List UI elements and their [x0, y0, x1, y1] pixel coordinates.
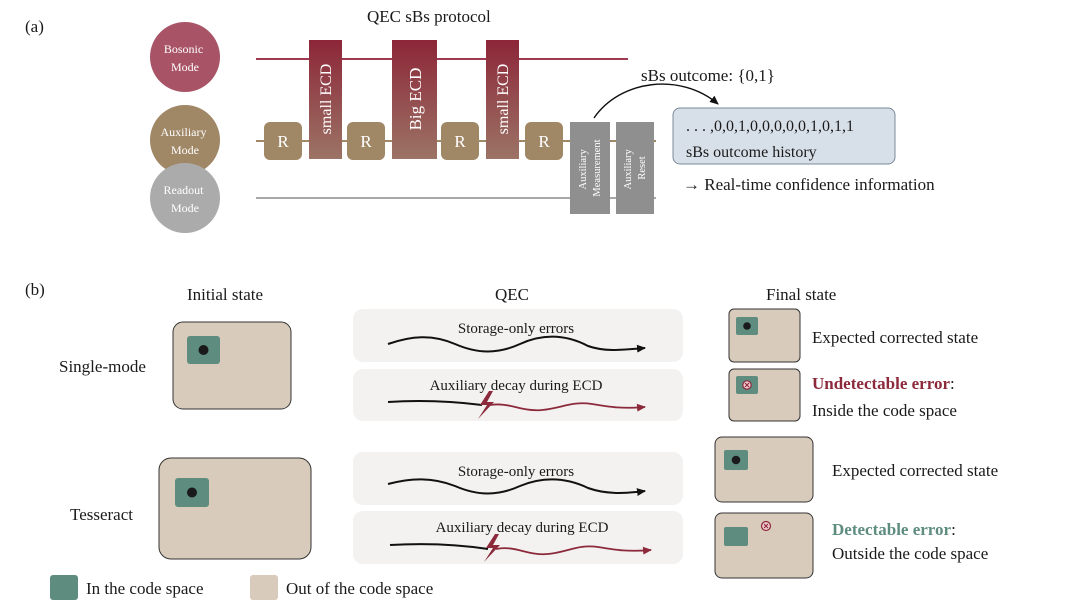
- legend-in-swatch: [50, 575, 78, 600]
- col-qec-title: QEC: [495, 285, 529, 304]
- outcome-label: sBs outcome: {0,1}: [641, 66, 775, 85]
- outcome-arrow: [593, 83, 719, 119]
- panel-a-label: (a): [25, 17, 44, 36]
- tesseract-error-x-mark: [763, 523, 769, 529]
- bosonic-mode-line2: Mode: [171, 60, 199, 74]
- outcome-history-box: [672, 107, 896, 165]
- single-error-x-mark: [744, 382, 750, 388]
- readout-mode-circle: [150, 163, 220, 233]
- readout-mode-label: Readout Mode: [164, 183, 207, 215]
- auxiliary-mode-circle: [150, 105, 220, 175]
- col-final-title: Final state: [766, 285, 836, 304]
- outcome-history-values: . . . ,0,0,1,0,0,0,0,0,1,0,1,1: [686, 118, 854, 135]
- confidence-text: → Real-time confidence information: [683, 175, 935, 194]
- tesseract-expected-text: Expected corrected state: [832, 461, 998, 480]
- panel-b-label: (b): [25, 280, 45, 299]
- detectable-line: Detectable error:: [832, 520, 956, 539]
- single-expected-text: Expected corrected state: [812, 328, 978, 347]
- legend-out-label: Out of the code space: [286, 579, 433, 598]
- tesseract-decay-wave-before: [389, 543, 489, 550]
- big-ecd-gate: [392, 40, 437, 159]
- detectable-title: Detectable error: [832, 520, 952, 539]
- single-initial-dot: [198, 345, 209, 355]
- auxiliary-mode-line2: Mode: [171, 143, 199, 157]
- qec-panel-single-decay: [353, 369, 683, 421]
- row-tesseract: Tesseract: [70, 505, 133, 524]
- aux-reset-label: Auxiliary Reset: [623, 147, 648, 190]
- tesseract-decay-wave-after: [495, 545, 652, 556]
- r-gate-4: [525, 122, 563, 160]
- readout-mode-line1: Readout: [164, 183, 205, 197]
- bosonic-mode-line1: Bosonic: [164, 42, 203, 56]
- small-ecd-gate-1: [309, 40, 342, 159]
- small-ecd-gate-2-label: small ECD: [495, 64, 512, 135]
- bosonic-mode-label: Bosonic Mode: [164, 42, 206, 74]
- aux-measurement-label: Auxiliary Measurement: [578, 139, 603, 196]
- single-initial-box: [172, 321, 292, 410]
- col-initial-title: Initial state: [187, 285, 263, 304]
- small-ecd-gate-2: [486, 40, 519, 159]
- aux-reset-line2: Reset: [637, 156, 648, 179]
- qec-panel-tesseract-decay: [353, 511, 683, 564]
- detectable-subtext: Outside the code space: [832, 544, 988, 563]
- detectable-colon: :: [951, 520, 956, 539]
- r-gate-1-label: R: [277, 132, 289, 151]
- tesseract-decay-bolt-icon: [484, 534, 500, 562]
- single-decay-bolt-icon: [478, 391, 494, 419]
- single-storage-label: Storage-only errors: [458, 321, 574, 337]
- legend-in-label: In the code space: [86, 579, 204, 598]
- aux-measurement-line2: Measurement: [592, 139, 603, 196]
- small-ecd-gate-1-label: small ECD: [318, 64, 335, 135]
- single-final-expected-dot: [743, 322, 751, 330]
- aux-reset-gate: [616, 122, 654, 214]
- r-gate-2-label: R: [360, 132, 372, 151]
- tesseract-initial-box: [158, 457, 312, 560]
- single-final-expected-box: [728, 308, 801, 363]
- tesseract-final-error-code: [724, 527, 748, 546]
- tesseract-decay-label: Auxiliary decay during ECD: [436, 520, 609, 536]
- protocol-title: QEC sBs protocol: [367, 7, 491, 26]
- row-single-mode: Single-mode: [59, 357, 146, 376]
- tesseract-final-expected-dot: [731, 455, 741, 465]
- r-gate-1: [264, 122, 302, 160]
- single-storage-wave: [387, 335, 646, 353]
- aux-measurement-line1: Auxiliary: [578, 148, 589, 189]
- tesseract-initial-dot: [187, 487, 197, 498]
- aux-measurement-gate: [570, 122, 610, 214]
- r-gate-2: [347, 122, 385, 160]
- single-decay-wave-before: [387, 400, 483, 406]
- readout-mode-line2: Mode: [171, 201, 199, 215]
- undetectable-line: Undetectable error:: [812, 374, 955, 393]
- auxiliary-mode-label: Auxiliary Mode: [161, 125, 210, 157]
- outcome-history-label: sBs outcome history: [686, 144, 817, 161]
- auxiliary-mode-line1: Auxiliary: [161, 125, 207, 139]
- undetectable-colon: :: [950, 374, 955, 393]
- tesseract-storage-wave: [387, 478, 646, 497]
- single-decay-label: Auxiliary decay during ECD: [430, 378, 603, 394]
- undetectable-title: Undetectable error: [812, 374, 950, 393]
- aux-reset-line1: Auxiliary: [623, 148, 634, 189]
- r-gate-4-label: R: [538, 132, 550, 151]
- bosonic-mode-circle: [150, 22, 220, 92]
- undetectable-subtext: Inside the code space: [812, 401, 957, 420]
- legend-out-swatch: [250, 575, 278, 600]
- tesseract-storage-label: Storage-only errors: [458, 464, 574, 480]
- r-gate-3: [441, 122, 479, 160]
- single-decay-wave-after: [489, 402, 646, 412]
- r-gate-3-label: R: [454, 132, 466, 151]
- big-ecd-gate-label: Big ECD: [406, 68, 425, 131]
